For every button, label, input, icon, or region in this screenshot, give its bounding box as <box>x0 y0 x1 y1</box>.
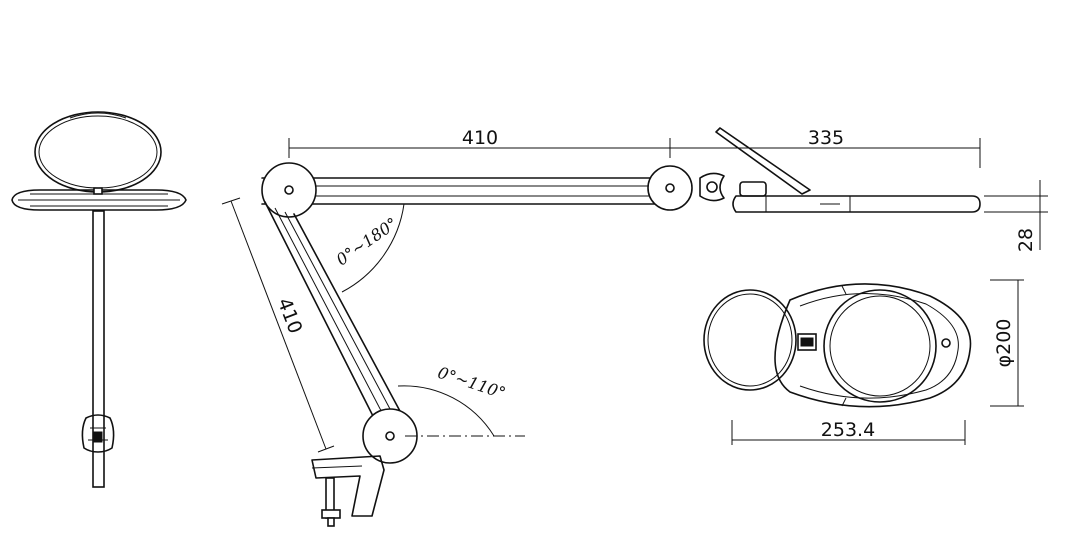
lower-arm-length-label: 410 <box>273 295 307 337</box>
lens-diameter-label: φ200 <box>993 319 1015 368</box>
head-length-label: 335 <box>808 127 844 149</box>
head-thickness-label: 28 <box>1015 228 1037 252</box>
dimension-lines <box>221 138 1048 453</box>
head-width-label: 253.4 <box>821 419 875 441</box>
top-view <box>703 283 972 408</box>
elbow-angle-label: 0°~180° <box>333 214 401 270</box>
top-arm-length-label: 410 <box>462 127 498 149</box>
side-view <box>261 127 981 527</box>
base-angle-label: 0°~110° <box>435 363 508 403</box>
front-view <box>11 111 187 488</box>
